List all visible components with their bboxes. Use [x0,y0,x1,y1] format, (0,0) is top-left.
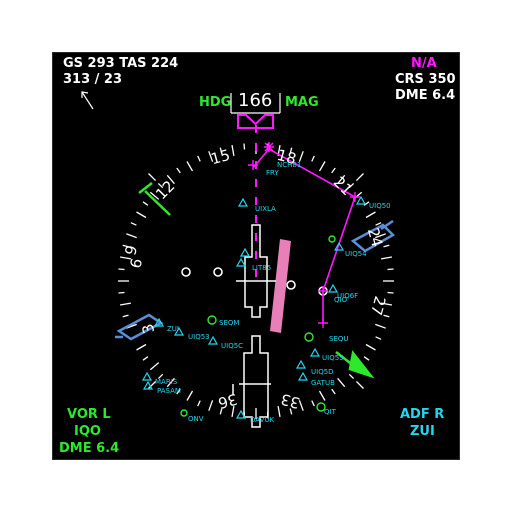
adf-label: ADF R [400,407,445,422]
waypoint-icon [207,335,219,345]
waypoint-label: UIXLA [255,205,276,213]
waypoint-icon [153,317,165,327]
compass-label-33: 33 [278,389,302,413]
waypoint-label: UIQ5D [311,368,334,376]
waypoint-label: MARIS [155,378,178,386]
waypoint-label: QIO [334,296,348,304]
hdg-label: HDG [199,95,232,110]
vor-label: VOR L [67,407,111,422]
dme-readout: DME 6.4 [395,88,456,103]
waypoint-label: NCH81 [277,161,302,169]
waypoint-icon [333,241,345,251]
waypoint-icon [235,409,247,419]
groundspeed-tas-readout: GS 293 TAS 224 [63,56,179,71]
compass-label-24: 24 [363,225,387,249]
waypoint-icon [295,359,307,369]
waypoint-label: ONV [188,415,204,423]
waypoint-label: QIT [324,408,336,416]
wind-readout: 313 / 23 [63,72,123,87]
course-readout: CRS 350 [395,72,456,87]
heading-value: 166 [238,90,273,111]
waypoint-label: LIT85 [252,264,272,272]
waypoint-label: DAVUK [250,416,275,424]
waypoint-icon [239,247,251,257]
waypoint-icon [297,371,309,381]
waypoint-label: SEQU [329,335,349,343]
vor-station: IQO [74,424,101,439]
aircraft-symbol [236,224,276,318]
compass-rose [115,93,396,428]
vor-needle [138,182,375,379]
compass-label-36: 36 [216,389,240,413]
waypoint-icon [355,195,367,205]
waypoint-icon [141,371,153,381]
waypoint-icon [309,347,321,357]
vor-dme: DME 6.4 [59,441,120,456]
waypoint-icon [237,197,249,207]
compass-label-27: 27 [366,294,390,318]
waypoint-label: ZUI [167,325,179,333]
waypoint-label: UIQ50 [369,202,391,210]
mag-label: MAG [285,95,319,110]
waypoint-icon [327,283,339,293]
waypoint-label: SEQM [219,319,240,327]
navigation-display: GS 293 TAS 224 313 / 23 N/A CRS 350 DME … [53,53,459,459]
waypoint-label: UIQ5C [221,342,244,350]
nav-source-label: N/A [411,56,437,71]
waypoint-icon [142,380,154,390]
adf-needle [115,219,396,341]
waypoint-label: UIQ55 [322,354,344,362]
waypoint-label: UIQ54 [345,250,367,258]
heading-bug-icon [237,114,274,129]
waypoint-label: GATUB [311,379,335,387]
waypoint-label: UIQ53 [188,333,210,341]
waypoint-label: FRY [266,169,279,177]
waypoint-icon [173,326,185,336]
wind-arrow-icon [81,91,94,110]
adf-station: ZUI [410,424,435,439]
waypoint-label: UIQ6F [337,292,359,300]
waypoint-label: PASAM [157,387,181,395]
waypoint-icon [235,257,247,267]
